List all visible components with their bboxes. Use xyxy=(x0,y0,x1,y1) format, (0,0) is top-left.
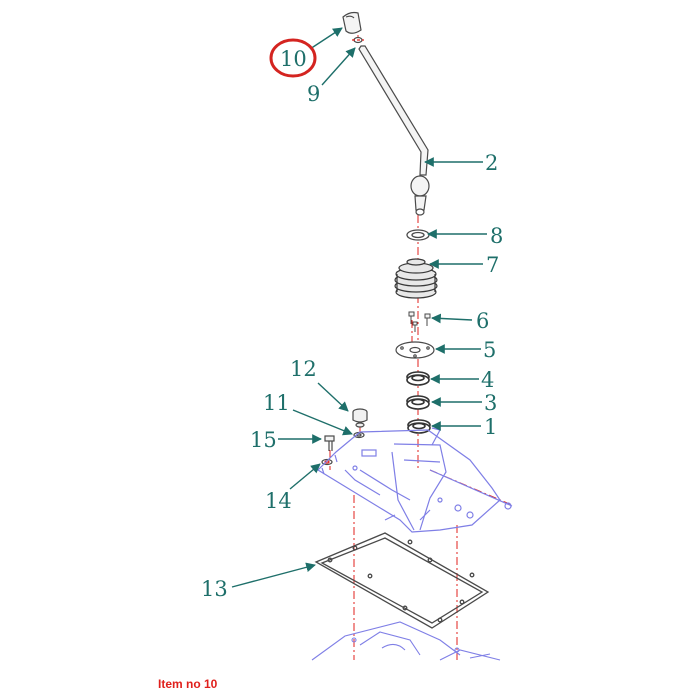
callout-15: 15 xyxy=(250,428,277,452)
rubber-boot xyxy=(394,258,438,299)
callout-4: 4 xyxy=(481,368,494,392)
callout-13: 13 xyxy=(201,577,228,601)
bearing-ring xyxy=(406,371,430,386)
gearbox-housing xyxy=(317,427,513,533)
callout-2: 2 xyxy=(485,151,498,175)
shift-lever xyxy=(358,45,430,216)
callout-7: 7 xyxy=(486,253,499,277)
seal-ring xyxy=(406,395,430,410)
callout-12: 12 xyxy=(290,357,317,381)
callout-5: 5 xyxy=(483,338,496,362)
breather-plug xyxy=(352,408,368,428)
callout-6: 6 xyxy=(476,309,489,333)
callout-1: 1 xyxy=(484,415,497,439)
item-caption: Item no 10 xyxy=(158,677,218,691)
callout-14: 14 xyxy=(265,489,292,513)
mounting-plate xyxy=(395,341,435,359)
callout-3: 3 xyxy=(484,391,497,415)
gasket xyxy=(314,532,490,629)
callout-10: 10 xyxy=(280,47,307,71)
bolt xyxy=(324,435,335,451)
washer xyxy=(406,229,430,241)
callout-8: 8 xyxy=(490,224,503,248)
callout-11: 11 xyxy=(263,391,290,415)
leader-arrows xyxy=(231,27,487,588)
highlight-circle xyxy=(269,38,317,78)
screws xyxy=(408,311,431,332)
lower-housing xyxy=(311,621,501,661)
callout-9: 9 xyxy=(307,82,320,106)
gear-knob xyxy=(342,11,364,44)
